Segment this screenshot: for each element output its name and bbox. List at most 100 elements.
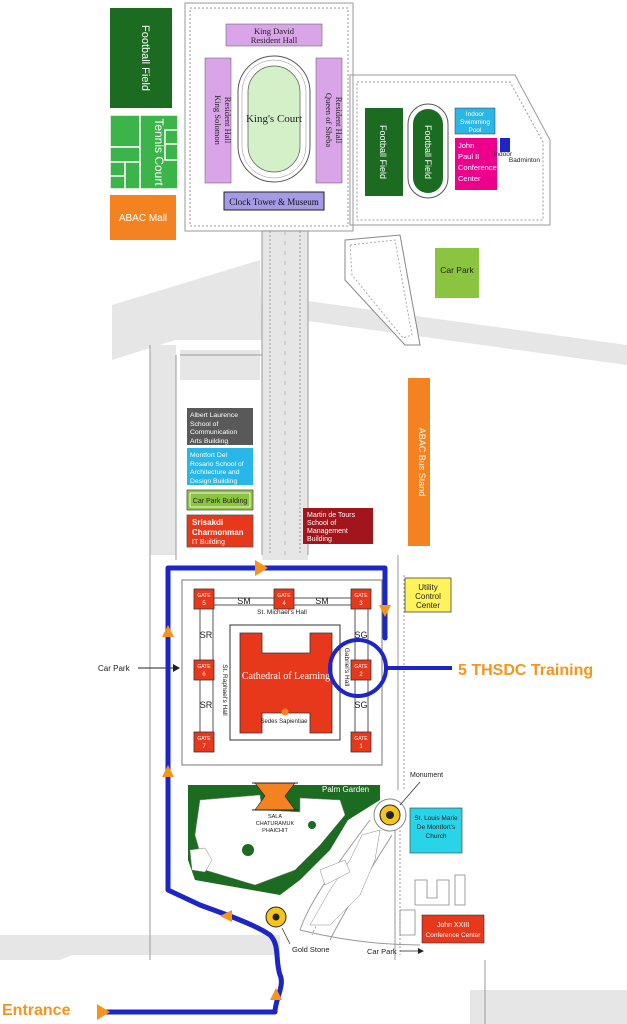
swimming-label-2: Swimming bbox=[460, 119, 490, 126]
football-field-1-label: Football Field bbox=[139, 25, 151, 91]
gate-1[interactable]: GATE 1 bbox=[350, 731, 372, 753]
gate-6-word: GATE bbox=[197, 664, 211, 670]
queen-sheba-hall[interactable] bbox=[315, 57, 343, 184]
gate-7-word: GATE bbox=[197, 736, 211, 742]
football-field-2-label: Football Field bbox=[378, 125, 388, 179]
king-solomon-hall[interactable] bbox=[204, 57, 232, 184]
sm-code-1: SM bbox=[237, 596, 251, 606]
st-raphael-hall-label: St. Raphael's Hall bbox=[221, 664, 228, 716]
montfort-label-2: Rosario School of bbox=[190, 461, 244, 468]
montfort-label-1: Montfort Del bbox=[190, 452, 228, 459]
gold-stone[interactable] bbox=[265, 906, 287, 928]
car-park-building[interactable] bbox=[186, 489, 254, 511]
sedes-label: Sedes Sapientiae bbox=[260, 719, 308, 725]
montfort-del-rosario-building[interactable] bbox=[187, 448, 253, 485]
gate-5[interactable]: GATE 5 bbox=[193, 588, 215, 610]
indoor-badminton[interactable] bbox=[500, 138, 510, 152]
sg-code-1: SG bbox=[354, 630, 367, 640]
swimming-label-3: Pool bbox=[468, 127, 482, 134]
gate-1-word: GATE bbox=[354, 736, 368, 742]
gate-7[interactable]: GATE 7 bbox=[193, 731, 215, 753]
john23-label-2: Conference Center bbox=[426, 932, 482, 939]
badminton-label-1: Indoor bbox=[494, 151, 513, 158]
john-paul-ii-conference-center[interactable] bbox=[455, 138, 497, 190]
queen-sheba-label-1: Queen of Sheba bbox=[324, 93, 334, 148]
gate-4-word: GATE bbox=[277, 593, 291, 599]
palm-garden-label: Palm Garden bbox=[322, 785, 369, 794]
jp2-label-4: Center bbox=[458, 174, 481, 183]
jp2-label-3: Conference bbox=[458, 163, 497, 172]
king-solomon-label-1: King Solomon bbox=[213, 95, 223, 146]
st-louis-marie-church[interactable] bbox=[409, 807, 463, 854]
king-david-label-1: King David bbox=[254, 26, 295, 36]
gate-5-word: GATE bbox=[197, 593, 211, 599]
cathedral-label: Cathedral of Learning bbox=[242, 671, 330, 682]
church-label-2: De Montfort's bbox=[417, 824, 456, 831]
swimming-label-1: Indoor bbox=[466, 111, 485, 118]
football-field-2[interactable] bbox=[365, 108, 403, 196]
kings-court-label: King's Court bbox=[246, 113, 302, 125]
sala-chaturamuk-phaichit[interactable] bbox=[252, 782, 298, 811]
sala-label-1: SALA bbox=[268, 814, 282, 820]
indoor-swimming-pool[interactable] bbox=[454, 107, 496, 135]
monument[interactable] bbox=[373, 798, 407, 832]
king-solomon-label-2: Resident Hall bbox=[223, 97, 233, 144]
abac-mall[interactable] bbox=[110, 195, 176, 240]
john23-label-1: John XXIII bbox=[437, 922, 469, 929]
training-label[interactable]: 5 THSDC Training bbox=[458, 662, 593, 679]
jp2-label-1: John bbox=[458, 141, 474, 150]
gate-1-number: 1 bbox=[359, 744, 363, 750]
tennis-court[interactable]: Tennis Court bbox=[109, 114, 179, 190]
kings-court[interactable]: King's Court bbox=[237, 55, 311, 183]
albert-laurence-building[interactable] bbox=[187, 408, 253, 445]
srisakdi-label-2: Charmonman bbox=[192, 528, 244, 537]
utility-control-center[interactable] bbox=[404, 577, 452, 613]
srisakdi-charmonman-building[interactable] bbox=[186, 514, 254, 548]
gabriel-hall-label: Gabriel's Hall bbox=[343, 648, 350, 687]
srisakdi-label-1: Srisakdi bbox=[192, 518, 223, 527]
car-park-top-outline bbox=[344, 234, 421, 346]
montfort-label-4: Design Building bbox=[190, 478, 237, 485]
john-xxiii-conference-center[interactable] bbox=[421, 914, 485, 944]
martin-label-3: Management bbox=[307, 528, 348, 535]
sm-code-2: SM bbox=[315, 596, 329, 606]
gate-7-number: 7 bbox=[202, 744, 206, 750]
sedes-sapientiae-marker bbox=[281, 708, 289, 716]
car-park-building-label: Car Park Building bbox=[193, 498, 248, 505]
albert-label-2: School of bbox=[190, 421, 218, 428]
small-outline-buildings bbox=[399, 874, 466, 936]
monument-label: Monument bbox=[410, 772, 443, 779]
utility-label-2: Control bbox=[415, 592, 441, 601]
martin-de-tours-building[interactable] bbox=[303, 508, 373, 544]
football-field-1[interactable] bbox=[110, 8, 172, 108]
tennis-court-label: Tennis Court bbox=[152, 118, 166, 186]
king-david-hall[interactable] bbox=[225, 23, 323, 47]
car-park-bottom-label: Car Park bbox=[367, 947, 397, 956]
albert-label-1: Albert Laurence bbox=[190, 412, 238, 419]
football-field-3[interactable]: Football Field bbox=[407, 103, 449, 199]
entrance-label[interactable]: Entrance bbox=[2, 1002, 71, 1019]
martin-label-4: Building bbox=[307, 536, 332, 543]
palm-garden[interactable] bbox=[188, 785, 380, 895]
king-david-label-2: Resident Hall bbox=[251, 35, 298, 45]
route-arrows bbox=[97, 560, 391, 1020]
gate-5-number: 5 bbox=[202, 601, 206, 607]
clock-tower-label: Clock Tower & Museum bbox=[229, 197, 318, 207]
football-field-3-label: Football Field bbox=[423, 125, 433, 179]
badminton-label-2: Badminton bbox=[509, 157, 540, 164]
martin-label-2: School of bbox=[307, 520, 336, 527]
gold-stone-label: Gold Stone bbox=[292, 945, 330, 954]
car-park-left-label: Car Park bbox=[98, 664, 131, 673]
car-park-top-label: Car Park bbox=[440, 265, 474, 275]
car-park-top[interactable] bbox=[435, 248, 479, 298]
utility-label-3: Center bbox=[416, 601, 440, 610]
albert-label-3: Communication bbox=[190, 429, 237, 436]
jp2-label-2: Paul II bbox=[458, 152, 479, 161]
abac-bus-stand[interactable] bbox=[408, 378, 430, 546]
clock-tower-museum[interactable] bbox=[223, 191, 325, 211]
